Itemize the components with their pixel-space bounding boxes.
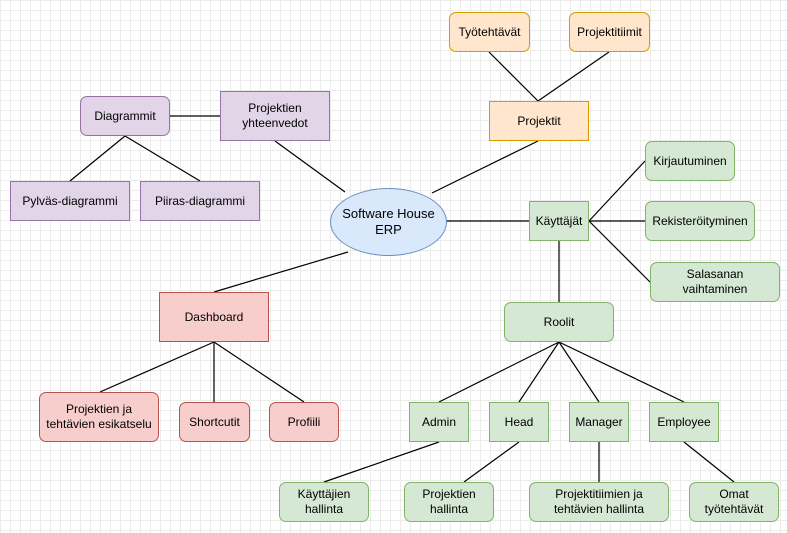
line-center-dashboard [213,251,349,293]
node-label: Admin [421,414,456,429]
node-label: Piiras-diagrammi [154,193,246,208]
node-label: Projektien ja tehtävien esikatselu [46,402,152,431]
node-diagrammit[interactable]: Diagrammit [80,96,170,136]
node-salasanan-vaihtaminen[interactable]: Salasanan vaihtaminen [650,262,780,302]
node-kirjautuminen[interactable]: Kirjautuminen [645,141,735,181]
node-label: Projektitiimien ja tehtävien hallinta [553,487,645,516]
line-employee-task [683,441,735,483]
node-label: Kirjautuminen [653,153,727,168]
node-role-employee[interactable]: Employee [649,402,719,442]
node-label: Pylväs-diagrammi [22,193,118,208]
line-projektit-tyotehtavat [488,51,539,102]
node-role-admin[interactable]: Admin [409,402,469,442]
node-role-manager[interactable]: Manager [569,402,629,442]
node-tyotehtavat[interactable]: Työtehtävät [449,12,530,52]
node-rekisteroityminen[interactable]: Rekisteröityminen [645,201,755,241]
line-kayttajat-salasana [588,220,651,283]
node-center-software-house-erp[interactable]: Software House ERP [330,188,447,256]
line-projektit-center [431,140,539,194]
node-projektit[interactable]: Projektit [489,101,589,141]
node-task-omat-tyotehtavat[interactable]: Omat työtehtävät [689,482,779,522]
node-label: Työtehtävät [458,24,521,39]
node-label: Manager [575,414,623,429]
node-projektien-esikatselu[interactable]: Projektien ja tehtävien esikatselu [39,392,159,442]
node-piiras-diagrammi[interactable]: Piiras-diagrammi [140,181,260,221]
node-roolit[interactable]: Roolit [504,302,614,342]
node-task-kayttajien-hallinta[interactable]: Käyttäjien hallinta [279,482,369,522]
node-kayttajat[interactable]: Käyttäjät [529,201,589,241]
node-label: Käyttäjät [535,213,583,228]
node-label: Projektitiimit [577,24,642,39]
line-admin-task [323,441,440,483]
line-yhteenvedot-center [274,140,346,193]
line-dashboard-esikatselu [99,341,215,393]
node-projektitiimit[interactable]: Projektitiimit [569,12,650,52]
node-label: Roolit [543,314,575,329]
node-task-projektien-hallinta[interactable]: Projektien hallinta [404,482,494,522]
node-role-head[interactable]: Head [489,402,549,442]
node-label: Profiili [287,414,321,429]
node-label: Projektit [517,113,561,128]
line-dashboard-profiili [213,341,305,403]
node-label: Projektien yhteenvedot [242,101,308,130]
line-projektit-projektitiimit [537,51,610,102]
node-label: Rekisteröityminen [652,213,748,228]
node-shortcutit[interactable]: Shortcutit [179,402,250,442]
node-label: Shortcutit [189,414,240,429]
line-kayttajat-kirjautuminen [588,160,646,222]
node-label: Diagrammit [94,108,156,123]
node-label: Head [504,414,534,429]
node-projektien-yhteenvedot[interactable]: Projektien yhteenvedot [220,91,330,141]
line-head-task [463,441,520,483]
node-label: Employee [657,414,711,429]
line-roolit-employee [558,341,685,403]
node-label: Salasanan vaihtaminen [682,267,748,296]
line-roolit-admin [438,341,560,403]
node-label: Dashboard [184,309,244,324]
line-roolit-manager [558,341,600,403]
node-label: Omat työtehtävät [704,487,764,516]
node-pylvas-diagrammi[interactable]: Pylväs-diagrammi [10,181,130,221]
line-diagrammit-pylvas [69,135,126,182]
node-profiili[interactable]: Profiili [269,402,339,442]
line-diagrammit-piiras [124,135,201,182]
node-label: Projektien hallinta [422,487,476,516]
node-label: Käyttäjien hallinta [297,487,351,516]
node-dashboard[interactable]: Dashboard [159,292,269,342]
line-roolit-head [518,341,560,403]
node-task-projektitiimien-hallinta[interactable]: Projektitiimien ja tehtävien hallinta [529,482,669,522]
node-label: Software House ERP [342,206,435,237]
